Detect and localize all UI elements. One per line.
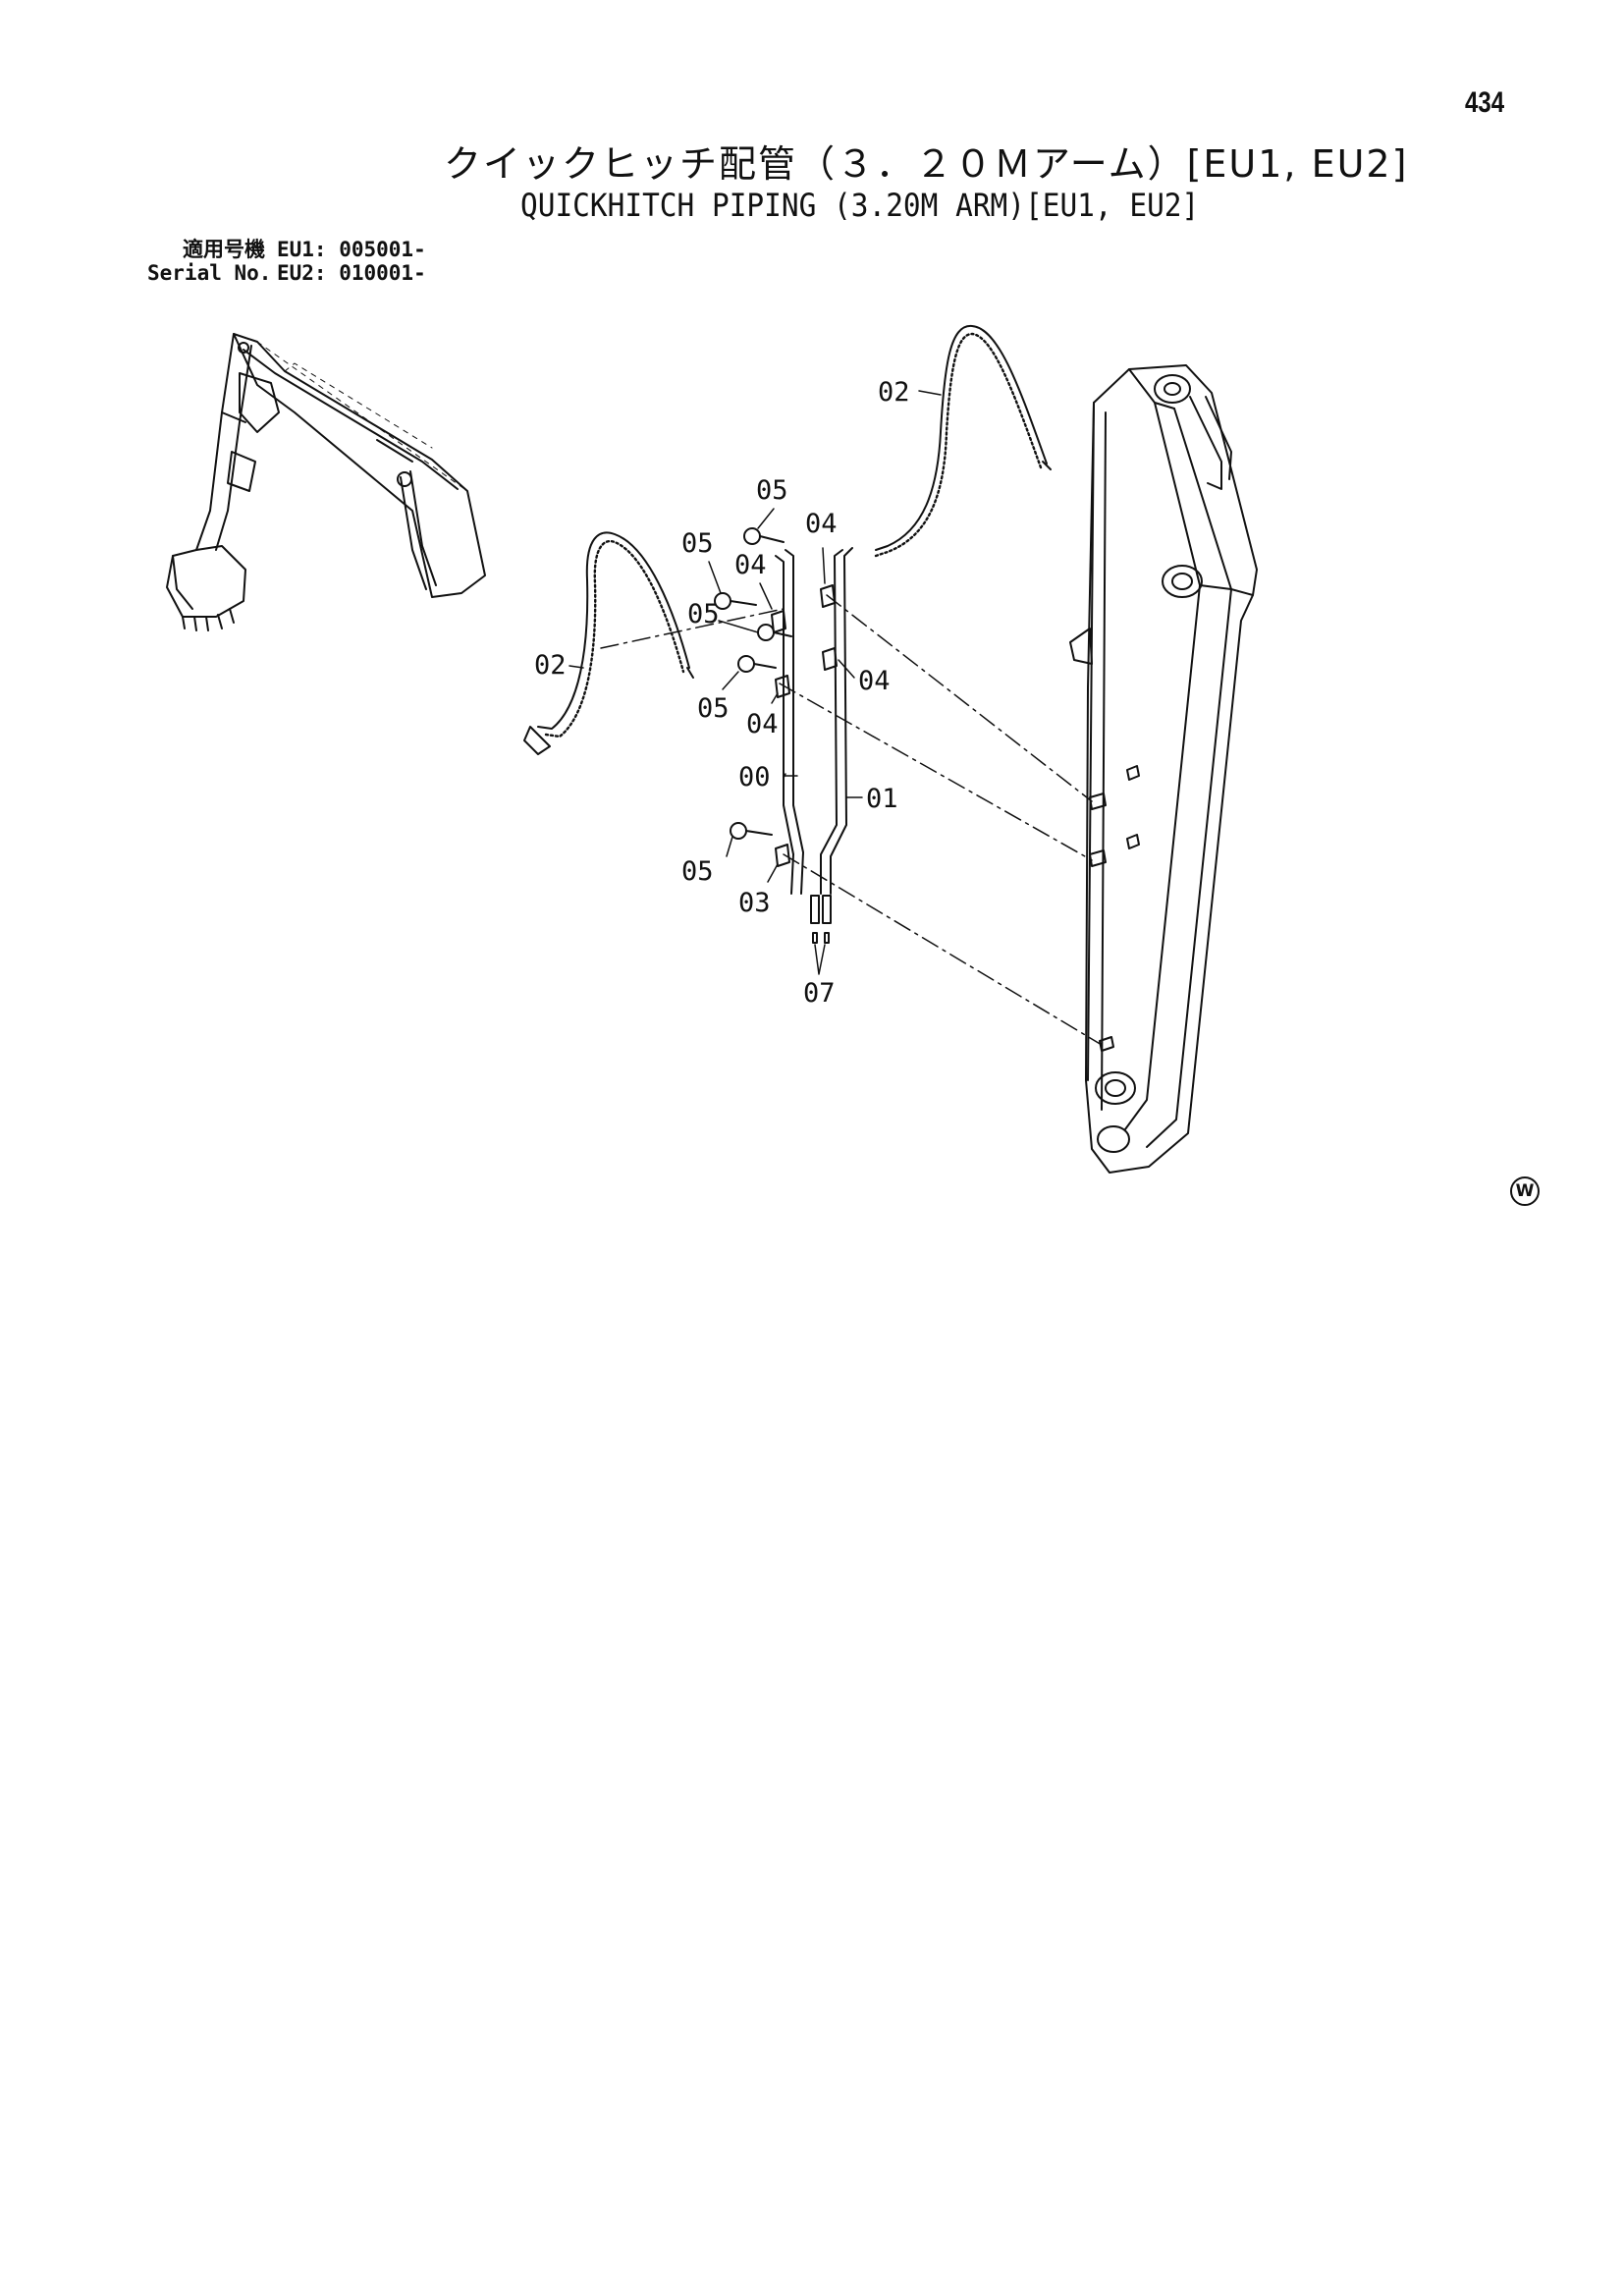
watermark-symbol: W xyxy=(1510,1176,1540,1206)
page-number: 434 xyxy=(1465,86,1505,119)
hose-02-top xyxy=(874,324,1052,558)
serial-value-eu2: EU2: 010001- xyxy=(277,261,426,285)
callout-05-top: 05 xyxy=(756,475,788,506)
callout-04-mid2: 04 xyxy=(858,666,891,696)
callout-05-mid2: 05 xyxy=(687,599,720,629)
leader-lines xyxy=(568,390,942,975)
fittings-07 xyxy=(810,895,832,944)
pipe-01 xyxy=(820,547,853,895)
clamps-04 xyxy=(771,584,838,867)
callout-00: 00 xyxy=(738,762,771,793)
assembly-lines xyxy=(600,594,1103,1046)
callout-02-top: 02 xyxy=(878,377,910,408)
serial-row-en: Serial No.EU2: 010001- xyxy=(147,261,426,285)
callout-02-left: 02 xyxy=(534,650,567,681)
title-english: QUICKHITCH PIPING (3.20M ARM)[EU1, EU2] xyxy=(520,187,1200,224)
callout-04-mid1: 04 xyxy=(734,550,767,580)
pipe-00 xyxy=(775,549,804,895)
callout-05-bottom: 05 xyxy=(681,856,714,887)
callout-05-low: 05 xyxy=(697,693,730,724)
callout-07: 07 xyxy=(803,978,836,1009)
serial-row-jp: 適用号機 EU1: 005001- xyxy=(147,238,426,261)
arm-brackets xyxy=(1089,765,1140,1052)
callout-04-top: 04 xyxy=(805,509,838,539)
excavator-thumbnail xyxy=(166,333,486,631)
callout-04-low: 04 xyxy=(746,709,779,739)
serial-label-en: Serial No. xyxy=(147,261,272,285)
serial-label-jp: 適用号機 xyxy=(183,238,265,261)
arm-body xyxy=(1069,364,1258,1174)
callout-01: 01 xyxy=(866,784,898,814)
hose-02-left xyxy=(523,531,694,755)
title-japanese: クイックヒッチ配管（３．２０Ｍアーム）[EU1, EU2] xyxy=(444,142,1409,186)
serial-value-eu1: EU1: 005001- xyxy=(277,238,426,261)
serial-number-block: 適用号機 EU1: 005001- Serial No.EU2: 010001- xyxy=(147,238,426,285)
callout-05-mid1: 05 xyxy=(681,528,714,559)
callout-03: 03 xyxy=(738,888,771,918)
